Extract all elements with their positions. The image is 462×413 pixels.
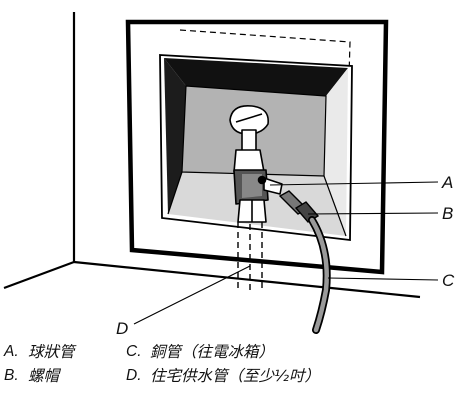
house-water-pipe [237, 222, 263, 290]
callout-d: D [116, 319, 128, 338]
callout-b: B [442, 204, 453, 223]
copper-tube [278, 190, 331, 334]
water-valve-diagram: A B C D [3, 12, 455, 338]
legend-key-b: B. [4, 367, 19, 384]
callout-a: A [441, 173, 453, 192]
legend-key-d: D. [126, 367, 142, 384]
legend-item-c: C. 銅管（往電冰箱） [126, 340, 274, 364]
recess-box [125, 19, 389, 275]
legend-item-d: D. 住宅供水管（至少½吋） [126, 364, 320, 388]
legend-text-d: 住宅供水管（至少½吋） [150, 367, 321, 385]
wall-outline [3, 12, 421, 299]
legend-text-c: 銅管（往電冰箱） [150, 343, 275, 361]
legend: A. 球狀管 C. 銅管（往電冰箱） B. 螺帽 D. 住宅供水管（至少½吋） [4, 340, 460, 388]
legend-item-a: A. 球狀管 [4, 340, 126, 364]
legend-key-c: C. [126, 343, 142, 360]
legend-text-b: 螺帽 [28, 367, 60, 385]
legend-row: A. 球狀管 C. 銅管（往電冰箱） [4, 340, 460, 364]
legend-key-a: A. [4, 343, 19, 360]
legend-text-a: 球狀管 [28, 343, 75, 361]
legend-item-b: B. 螺帽 [4, 364, 126, 388]
legend-row: B. 螺帽 D. 住宅供水管（至少½吋） [4, 364, 460, 388]
saddle-valve [229, 104, 283, 223]
callout-c: C [442, 271, 455, 290]
leader-lines [133, 181, 439, 325]
